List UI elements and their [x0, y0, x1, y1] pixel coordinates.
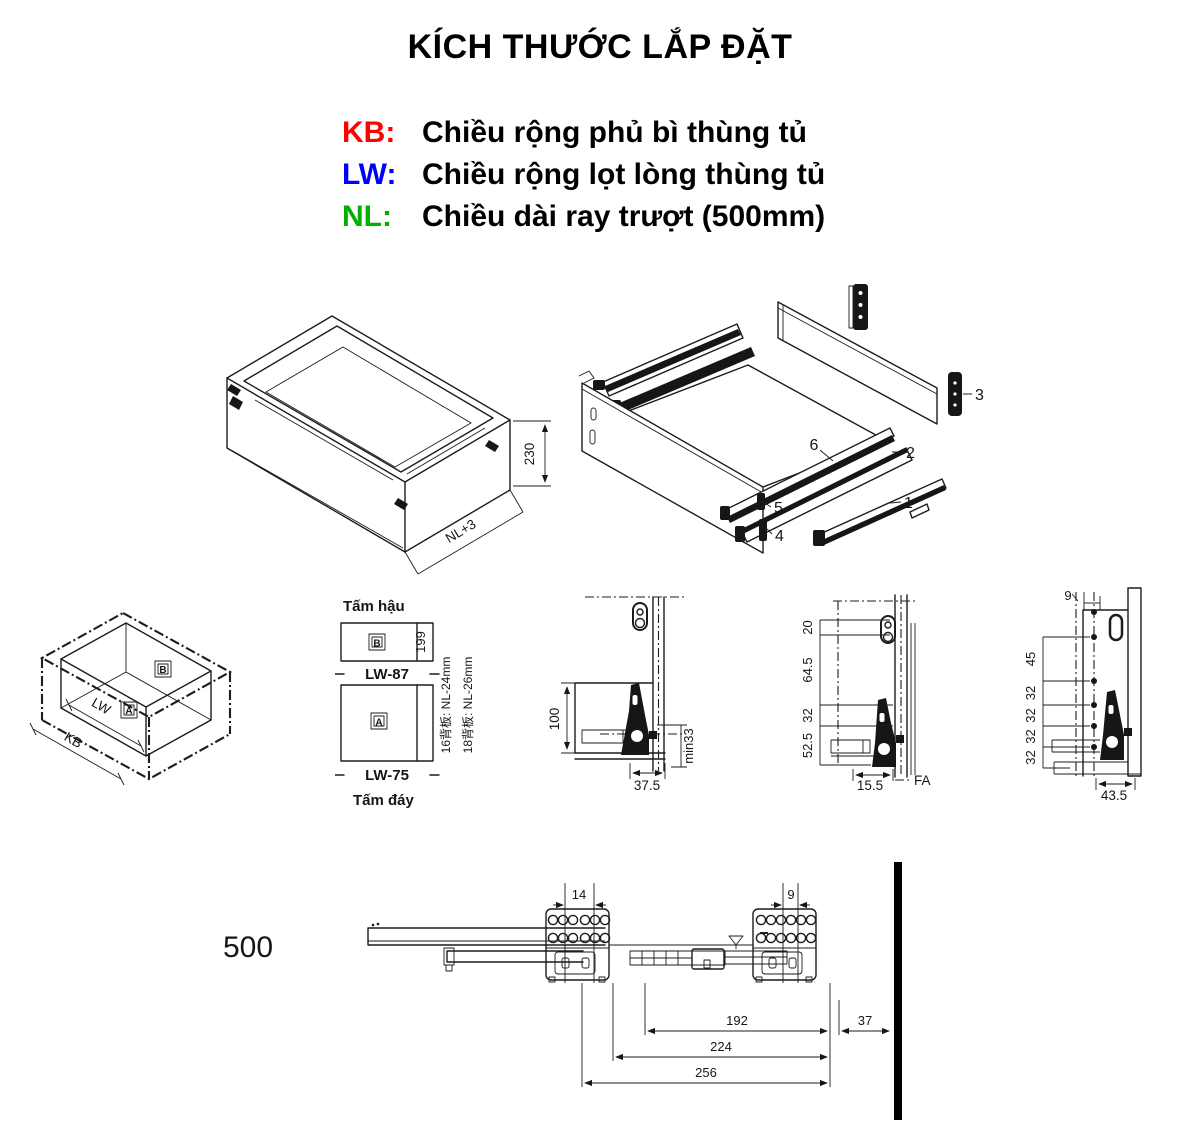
rail-length-label: 500: [223, 931, 273, 964]
rail-linework: [367, 908, 817, 983]
bottom-panel-drawing: A LW-75: [335, 684, 440, 784]
dim-256: 256: [695, 1065, 717, 1080]
part-label-5: 5: [774, 500, 783, 517]
dim-32: 32: [800, 708, 815, 722]
part-label-4: 4: [775, 528, 784, 545]
section-linework: [830, 594, 916, 778]
dim-32-c: 32: [1023, 729, 1038, 743]
dim-52-5: 52.5: [800, 733, 815, 758]
dim-9: 9: [1064, 588, 1071, 603]
part-labels: 6 2 1 5 4 3: [774, 387, 984, 545]
cabinet-linework: [39, 611, 233, 781]
note-16mm-back-panel: 16背板: NL-24mm: [439, 657, 453, 754]
drawer-box-linework: [226, 315, 511, 553]
fig-section-mid: 20 64.5 32 52.5 15.5 FA: [800, 594, 931, 793]
back-panel-marker: B: [159, 665, 166, 676]
legend-key-nl: NL:: [342, 200, 392, 233]
fig-section-back: 9 45 32 32 32 32 43.5: [1023, 587, 1142, 803]
part-label-6: 6: [810, 437, 819, 454]
exploded-linework: [578, 284, 972, 554]
fig-panel-sizes: Tấm hậu B 199 LW-87 A LW-75 Tấm đáy 16背板…: [335, 598, 475, 809]
bottom-panel-marker: A: [375, 718, 382, 729]
drawer-length-dimension: NL+3: [404, 489, 524, 575]
fig-exploded-view: 6 2 1 5 4 3: [578, 284, 984, 554]
legend-key-lw: LW:: [342, 158, 397, 191]
section-dimensions: 100 min33 37.5: [547, 682, 696, 793]
legend-item-kb: KB: Chiều rộng phủ bì thùng tủ: [342, 116, 825, 158]
dim-37: 37: [858, 1013, 872, 1028]
back-panel-marker: B: [373, 639, 380, 650]
panel-markers: B A: [120, 660, 172, 719]
dim-inner-width: LW: [89, 695, 113, 718]
ref-fa: FA: [914, 773, 931, 788]
part-label-1: 1: [904, 495, 913, 512]
back-panel-height: 199: [413, 631, 428, 653]
dim-43-5: 43.5: [1101, 788, 1127, 803]
bottom-panel-width: LW-75: [365, 767, 409, 784]
bottom-panel-marker: A: [125, 706, 132, 717]
fig-drawer-isometric: 230 NL+3: [226, 315, 551, 575]
dim-drawer-height: 230: [522, 443, 537, 466]
cabinet-wall-bar: [894, 862, 902, 1120]
part-label-3: 3: [975, 387, 984, 404]
legend-text-kb: Chiều rộng phủ bì thùng tủ: [422, 116, 807, 149]
section-dimensions: 9 45 32 32 32 32 43.5: [1023, 588, 1136, 803]
section-linework: [574, 596, 685, 772]
page-title: KÍCH THƯỚC LẮP ĐẶT: [407, 28, 793, 66]
dim-14: 14: [572, 887, 586, 902]
dim-100: 100: [547, 708, 562, 731]
right-mounting-block: [752, 908, 817, 983]
bottom-panel-title: Tấm đáy: [353, 792, 415, 809]
dim-64-5: 64.5: [800, 657, 815, 682]
part-label-2: 2: [906, 445, 915, 462]
dim-min33: min33: [681, 728, 696, 763]
dim-20: 20: [800, 620, 815, 634]
dim-32-d: 32: [1023, 750, 1038, 764]
fig-cabinet-isometric: B A LW KB: [29, 611, 233, 786]
back-panel-drawing: B 199 LW-87: [335, 622, 440, 683]
legend-text-lw: Chiều rộng lọt lòng thùng tủ: [422, 158, 826, 191]
legend-item-nl: NL: Chiều dài ray trượt (500mm): [342, 200, 825, 242]
legend-text-nl: Chiều dài ray trượt (500mm): [422, 200, 826, 233]
legend-item-lw: LW: Chiều rộng lọt lòng thùng tủ: [342, 158, 825, 200]
dim-224: 224: [710, 1039, 732, 1054]
fig-rail-side-view: 500: [223, 862, 902, 1120]
dim-9: 9: [787, 887, 794, 902]
dim-32-a: 32: [1023, 686, 1038, 700]
legend-key-kb: KB:: [342, 116, 396, 149]
back-panel-width: LW-87: [365, 666, 409, 683]
dim-192: 192: [726, 1013, 748, 1028]
dim-32-b: 32: [1023, 708, 1038, 722]
left-mounting-block: [545, 908, 611, 983]
back-panel-title: Tấm hậu: [343, 598, 405, 615]
section-linework: [1051, 587, 1142, 778]
dim-15-5: 15.5: [857, 778, 883, 793]
drawer-height-dimension: 230: [513, 420, 551, 487]
fig-section-front: 100 min33 37.5: [547, 596, 696, 793]
note-18mm-back-panel: 18背板: NL-26mm: [461, 657, 475, 754]
section-dimensions: 20 64.5 32 52.5 15.5 FA: [800, 619, 931, 793]
rail-dimensions: 14 9 192 37 224 256: [553, 883, 890, 1087]
legend: KB: Chiều rộng phủ bì thùng tủ LW: Chiều…: [342, 116, 825, 242]
dim-37-5: 37.5: [634, 778, 660, 793]
dim-45: 45: [1023, 652, 1038, 666]
